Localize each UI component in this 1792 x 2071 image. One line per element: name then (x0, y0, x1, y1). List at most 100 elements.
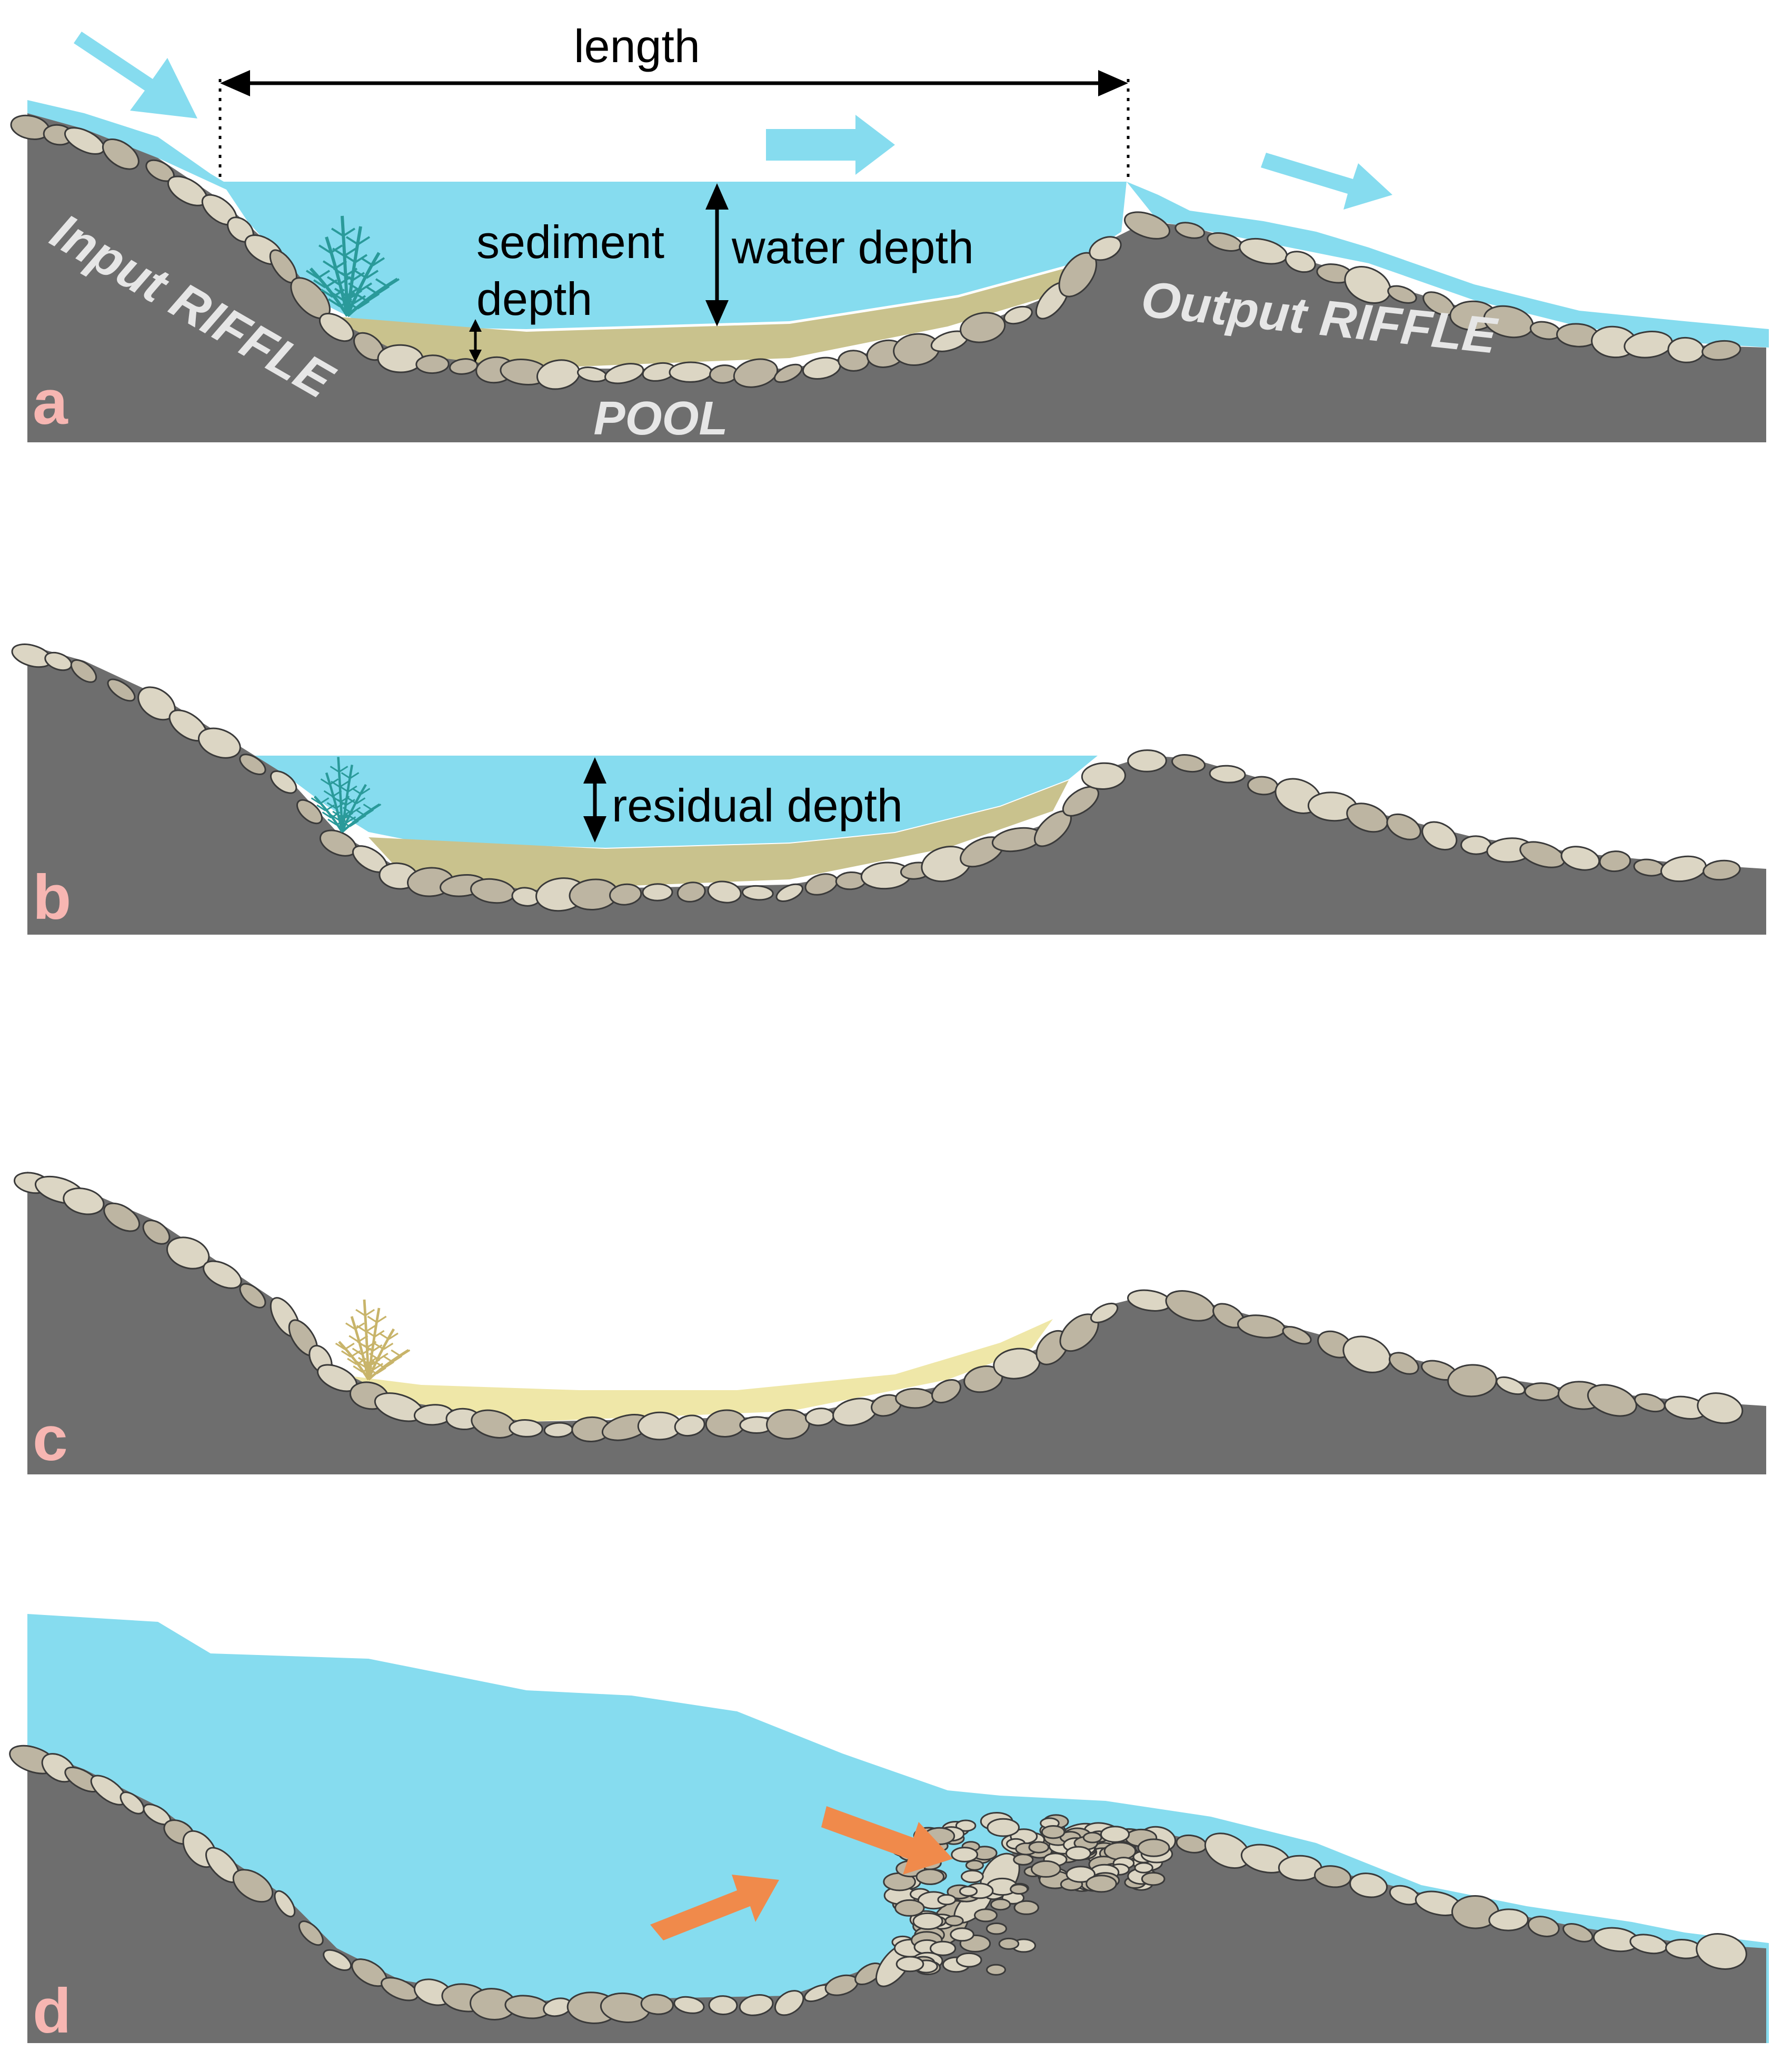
pool-label: POOL (593, 392, 728, 445)
stones-a (10, 114, 1741, 390)
plant-leaf (325, 804, 335, 811)
plant-leaf (327, 298, 341, 308)
plant-leaf (318, 244, 332, 254)
plant-leaf (335, 1342, 346, 1350)
plant-leaf (375, 278, 389, 288)
plant-leaf (332, 247, 345, 257)
plant-leaf (343, 254, 356, 263)
stone (377, 344, 424, 373)
stone (930, 1940, 957, 1956)
plant-leaf (341, 295, 355, 304)
panel-letter-b: b (33, 862, 71, 933)
panel-d: d (9, 1614, 1769, 2046)
plant-stem (338, 1341, 370, 1381)
plant-leaf (311, 797, 321, 805)
plant-leaf (324, 279, 338, 289)
plant-leaf (317, 270, 331, 279)
aquatic-plant-icon (311, 757, 382, 833)
panel-a: length water depth sediment depth Input … (10, 20, 1769, 445)
stone (733, 358, 779, 388)
plant-leaf (348, 815, 358, 822)
plant-stem (309, 267, 349, 317)
stone (1062, 786, 1099, 817)
stone (955, 1819, 977, 1832)
stone (944, 1915, 964, 1927)
stone (1089, 236, 1122, 261)
stone (673, 1996, 705, 2014)
pool-sediment (369, 780, 1069, 890)
plant-leaf (353, 295, 366, 304)
plant-leaf (354, 270, 367, 279)
plant-leaf (363, 804, 373, 811)
panel-letter-d: d (33, 1976, 71, 2046)
stone (1527, 1916, 1560, 1937)
plant-leaf (347, 797, 357, 805)
plant-leaf (327, 818, 337, 826)
stone (298, 1920, 324, 1946)
stone (274, 1890, 296, 1918)
stone (1065, 1846, 1091, 1861)
plant-leaf (356, 1325, 367, 1333)
panel-b: residual depth b (11, 643, 1766, 935)
plant-leaf (383, 1355, 393, 1363)
plant-leaf (340, 272, 354, 281)
plant-leaf (339, 766, 349, 773)
plant-leaf (339, 785, 349, 792)
stone (239, 754, 266, 776)
stone (1137, 1838, 1170, 1857)
pool-water (247, 756, 1098, 848)
plant-leaf (365, 270, 379, 279)
stone (894, 1899, 925, 1917)
plant-leaf (357, 236, 371, 245)
plant-leaf (355, 293, 369, 302)
plant-leaf (345, 288, 359, 297)
stone (296, 799, 323, 825)
plant-leaf (363, 1344, 373, 1352)
plant-leaf (322, 811, 332, 819)
stone (449, 358, 479, 375)
plant-leaf (323, 790, 333, 797)
stone (950, 1927, 974, 1942)
plant-leaf (360, 257, 374, 266)
stones-b (11, 643, 1741, 912)
sediment-depth-label-line2: depth (476, 273, 592, 325)
plant-leaf (350, 772, 360, 779)
plant-leaf (331, 780, 341, 788)
plant-leaf (364, 1309, 375, 1316)
plant-leaf (341, 810, 351, 818)
plant-leaf (320, 289, 334, 298)
plant-leaf (343, 247, 357, 257)
stone (543, 1422, 573, 1438)
stone (1082, 1831, 1102, 1844)
plant-leaf (345, 799, 355, 806)
plant-leaf (366, 293, 380, 302)
stone (1488, 1908, 1529, 1931)
plant-leaf (339, 298, 353, 308)
plant-leaf (362, 1365, 373, 1373)
stone (103, 1202, 141, 1232)
stone (960, 312, 1006, 343)
plant-leaf (372, 804, 382, 811)
stone (1171, 754, 1206, 773)
plant-stem (313, 795, 343, 833)
plant-leaf (376, 1367, 386, 1375)
stone (604, 363, 644, 384)
stones-c (13, 1172, 1744, 1442)
plant-leaf (337, 799, 347, 806)
stone (1285, 251, 1316, 273)
stone (708, 1995, 738, 2015)
plant-leaf (326, 276, 340, 285)
stone (1031, 1860, 1061, 1878)
stone (509, 1419, 543, 1438)
stone (1387, 285, 1417, 304)
stone (1388, 1352, 1419, 1375)
plant-leaf (330, 244, 343, 254)
plant-leaf (372, 257, 385, 266)
ground-profile (27, 1748, 1766, 2043)
stone (986, 1964, 1006, 1976)
plant-leaf (383, 1342, 394, 1350)
plant-leaf (331, 811, 341, 819)
plant-leaf (341, 772, 351, 779)
stone (774, 1990, 804, 2016)
plant-leaf (354, 1322, 365, 1330)
